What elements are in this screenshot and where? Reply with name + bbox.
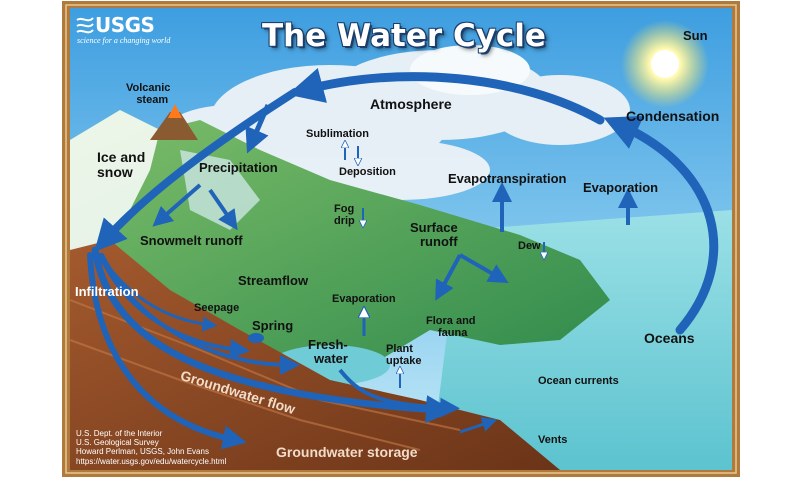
groundwater-storage-arrow (87, 252, 247, 450)
label-sun: Sun (683, 28, 708, 43)
credit-line: U.S. Geological Survey (76, 438, 159, 448)
evaporation-cycle-arrow (603, 115, 719, 335)
credit-line: Howard Perlman, USGS, John Evans (76, 447, 209, 457)
label-snowmelt-runoff: Snowmelt runoff (140, 233, 243, 248)
label-precipitation: Precipitation (199, 160, 278, 175)
label-evaporation-ocean: Evaporation (583, 180, 659, 195)
volcano (150, 112, 198, 140)
label-vents: Vents (538, 434, 568, 446)
surface-runoff-arrow-1 (435, 254, 462, 301)
usgs-tagline: science for a changing world (77, 36, 171, 45)
label-streamflow: Streamflow (238, 273, 309, 288)
credit-url: https://water.usgs.gov/edu/watercycle.ht… (76, 456, 227, 466)
label-evaporation-land: Evaporation (332, 293, 396, 305)
vents-arrow (459, 417, 498, 434)
precipitation-arrow-1 (152, 183, 202, 227)
label-condensation: Condensation (626, 108, 720, 124)
label-groundwater-storage: Groundwater storage (276, 444, 418, 460)
label-sublimation: Sublimation (306, 128, 369, 140)
freshwater-arrow (100, 253, 300, 375)
surface-runoff-arrow-2 (459, 253, 509, 283)
label-atmosphere: Atmosphere (370, 96, 452, 112)
precipitation-arrow-3 (245, 104, 271, 154)
credit-line: U.S. Dept. of the Interior (76, 429, 163, 438)
label-evapotranspiration: Evapotranspiration (448, 171, 567, 186)
label-spring: Spring (252, 318, 294, 333)
label-seepage: Seepage (194, 302, 240, 314)
spring-icon (248, 333, 264, 343)
label-dew: Dew (518, 240, 541, 252)
label-freshwater: Fresh-water (308, 337, 348, 367)
label-oceans: Oceans (644, 330, 695, 346)
label-deposition: Deposition (339, 166, 396, 178)
page-title: The Water Cycle (262, 18, 546, 54)
condensation-arrow (287, 68, 605, 125)
credits: U.S. Dept. of the Interior U.S. Geologic… (76, 429, 226, 466)
streamflow-to-ocean-arrow (338, 368, 460, 418)
label-infiltration: Infiltration (75, 284, 139, 299)
usgs-logo-icon (76, 17, 94, 34)
precipitation-arrow-2 (208, 188, 238, 231)
groundwater-flow-arrow (91, 246, 454, 424)
seepage-arrow (98, 253, 218, 332)
snow-cap (70, 110, 160, 250)
usgs-wordmark: USGS (95, 13, 155, 37)
label-ocean-currents: Ocean currents (538, 375, 619, 387)
